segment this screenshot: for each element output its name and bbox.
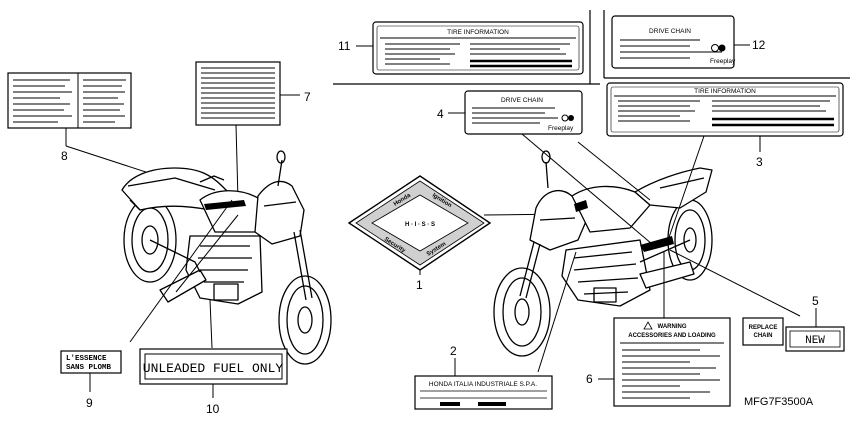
freeplay-text-top: Freeplay: [710, 58, 736, 65]
chain-label-marker: [640, 236, 674, 252]
callout-3: 3: [756, 155, 763, 169]
tire-info-label-top[interactable]: TIRE INFORMATION: [372, 21, 584, 75]
callout-9: 9: [86, 396, 93, 410]
callout-5: 5: [812, 294, 819, 308]
replace-text-1: REPLACE: [749, 325, 778, 331]
callout-8: 8: [61, 149, 68, 163]
tire-info-title: TIRE INFORMATION: [447, 29, 509, 36]
callout-11: 11: [338, 39, 351, 53]
callout-12: 12: [752, 38, 766, 52]
diagram-code: MFG7F3500A: [744, 396, 814, 408]
callout-1: 1: [416, 278, 423, 292]
headstock-label-marker: [574, 200, 588, 212]
warning-title: WARNING: [658, 324, 687, 330]
tank-label-marker: [204, 200, 246, 210]
drive-chain-label-top[interactable]: DRIVE CHAIN Freeplay: [611, 15, 736, 69]
warning-accessories-label[interactable]: WARNING ACCESSORIES AND LOADING: [613, 317, 731, 407]
motorcycle-left-illustration: [121, 150, 332, 365]
unleaded-text: UNLEADED FUEL ONLY: [143, 361, 284, 376]
drive-chain-title-mid: DRIVE CHAIN: [501, 97, 543, 104]
emblem-hiss: H · I · S · S: [405, 222, 435, 228]
drive-chain-label-mid[interactable]: DRIVE CHAIN Freeplay: [464, 90, 583, 135]
callout-6: 6: [586, 372, 593, 386]
essence-text-2: SANS PLOMB: [66, 364, 112, 372]
callout-10: 10: [206, 402, 220, 416]
ruled-label[interactable]: [195, 61, 281, 126]
honda-italia-plate[interactable]: HONDA ITALIA INDUSTRIALE S.P.A.: [414, 375, 553, 410]
essence-sans-plomb-label[interactable]: L'ESSENCE SANS PLOMB: [60, 350, 122, 374]
replace-chain-label[interactable]: REPLACE CHAIN NEW: [742, 317, 845, 352]
new-text: NEW: [805, 335, 825, 347]
separator-lines: [333, 10, 850, 85]
callout-7: 7: [304, 90, 311, 104]
essence-text-1: L'ESSENCE: [66, 355, 107, 363]
replace-text-2: CHAIN: [754, 333, 773, 339]
two-column-label[interactable]: [7, 72, 132, 129]
tire-info-title-right: TIRE INFORMATION: [694, 88, 756, 95]
callout-4: 4: [437, 107, 444, 121]
accessories-title: ACCESSORIES AND LOADING: [628, 333, 716, 339]
unleaded-fuel-label[interactable]: UNLEADED FUEL ONLY: [139, 348, 288, 385]
tire-info-label-right[interactable]: TIRE INFORMATION: [606, 82, 844, 137]
hiss-emblem-label[interactable]: Honda Ignition H · I · S · S Security Sy…: [347, 175, 492, 271]
honda-italia-text: HONDA ITALIA INDUSTRIALE S.P.A.: [429, 381, 537, 388]
drive-chain-title-top: DRIVE CHAIN: [649, 28, 691, 35]
freeplay-text-mid: Freeplay: [548, 125, 574, 132]
callout-2: 2: [450, 344, 457, 358]
